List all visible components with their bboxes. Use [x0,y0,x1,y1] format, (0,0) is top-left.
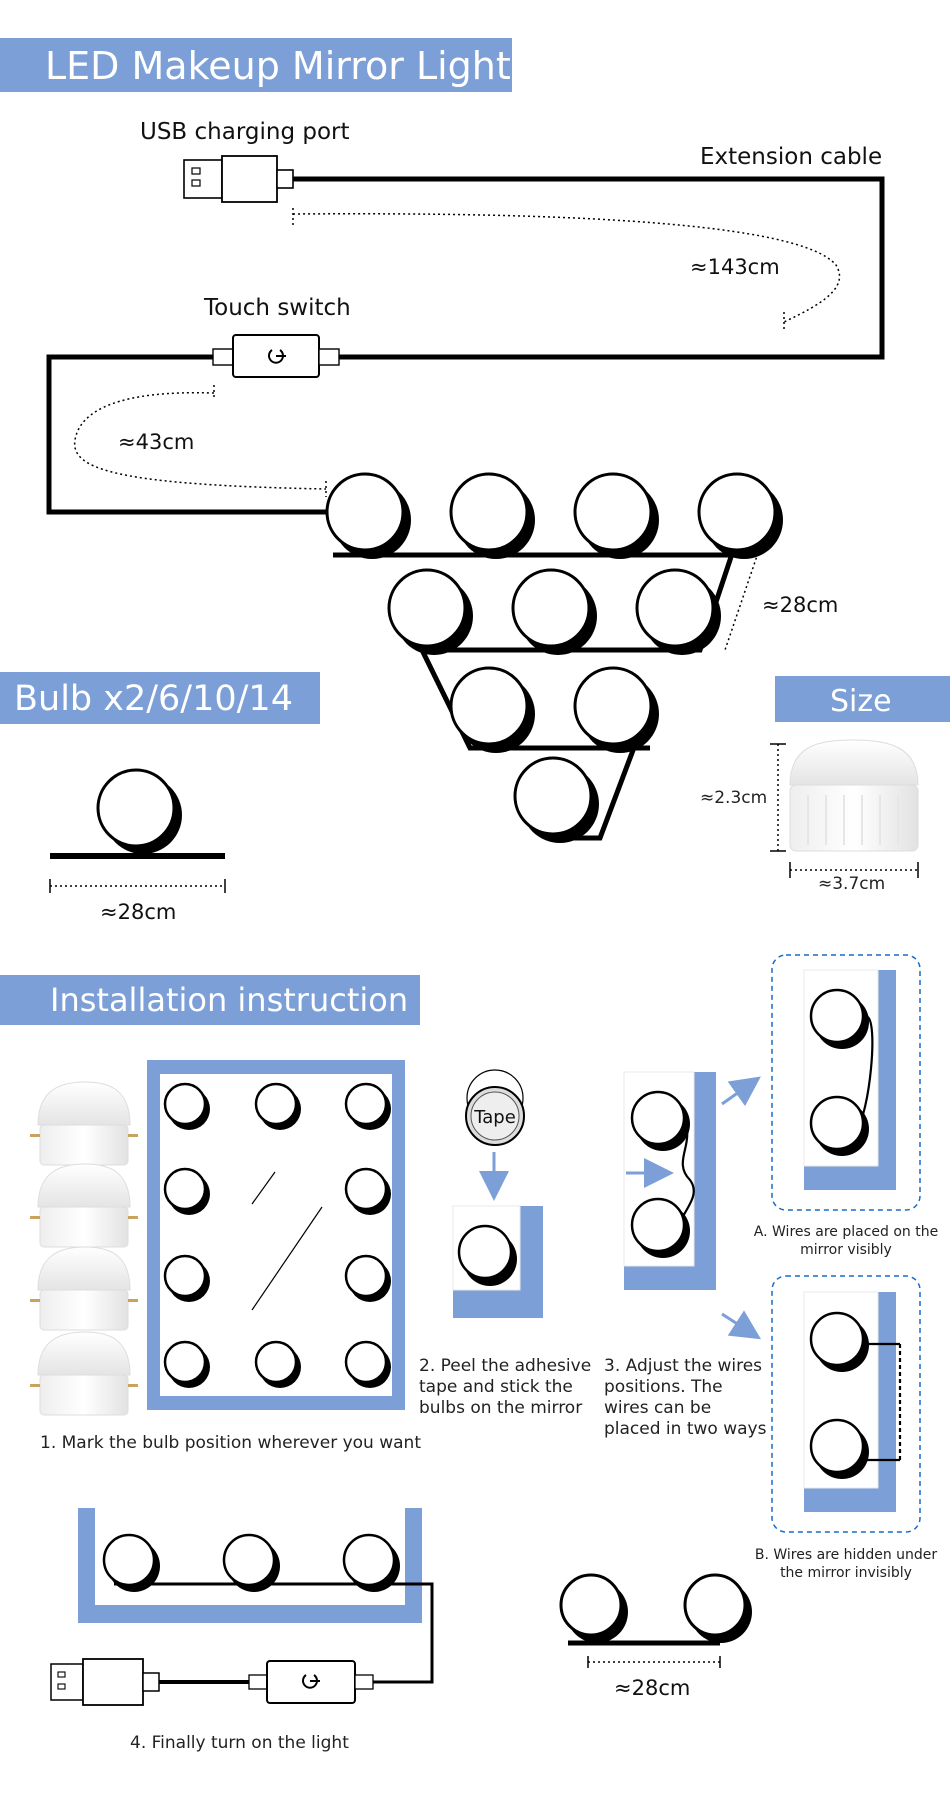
page-title: LED Makeup Mirror Light [45,44,511,88]
bulb-icon [573,666,659,753]
bulb-icon [96,768,182,854]
bulb-icon [163,1340,210,1388]
bulb-product-icon [30,1246,138,1331]
length-143-label: ≈143cm [690,255,780,279]
usb-plug-icon [183,155,294,203]
bulb-icon [254,1082,301,1130]
bulb-icon [387,568,473,655]
length-28-bottom-label: ≈28cm [614,1676,690,1700]
bulb-icon [697,472,783,559]
bulb-icon [449,666,535,753]
power-icon [268,349,286,364]
length-28-top-label: ≈28cm [762,593,838,617]
bulb-icon [630,1090,690,1151]
touch-switch [248,1660,374,1704]
bulb-icon [635,568,721,655]
bulb-icon [342,1533,400,1592]
step2-caption-line2: tape and stick the [419,1377,573,1397]
arrow-icon [721,1076,761,1107]
bulb-icon [683,1573,752,1643]
bulb-icon [222,1533,280,1592]
mirror-step1 [147,1060,405,1410]
option-a-caption-line1: A. Wires are placed on the [754,1224,938,1240]
bulb-icon [809,1418,869,1479]
bulb-icon [344,1254,391,1302]
option-b-caption-line2: the mirror invisibly [780,1565,912,1581]
option-b-caption-line1: B. Wires are hidden under [755,1547,938,1563]
option-a-panel [771,954,921,1211]
install-title: Installation instruction [50,981,408,1019]
dimension-43 [73,391,327,490]
touch-switch-label: Touch switch [203,295,351,321]
arrow-icon [721,1310,762,1340]
bulb-icon [344,1340,391,1388]
bulb-product-icon [30,1331,138,1416]
switch-cable [46,354,333,515]
bulb-icon [630,1197,690,1258]
bulb-icon [163,1254,210,1302]
svg-text:Tape: Tape [473,1107,516,1128]
option-a-caption-line2: mirror visibly [800,1242,892,1258]
bulb-icon [809,988,869,1049]
bulb-icon [809,1311,869,1372]
touch-switch [212,334,340,378]
bulb-icon [457,1224,517,1286]
power-icon [302,1674,320,1689]
step3-caption-line4: placed in two ways [604,1419,767,1439]
bulb-product-icon [30,1081,138,1166]
extension-cable [293,176,885,360]
bulb-icon [511,568,597,655]
size-banner [775,676,950,722]
bulb-icon [163,1167,210,1215]
usb-plug-icon [50,1658,160,1706]
bulb-icon [254,1340,301,1388]
size-height-label: ≈2.3cm [700,788,767,808]
size-title: Size [830,684,892,719]
title-banner [0,38,512,92]
bulb-icon [344,1082,391,1130]
step2-caption-line3: bulbs on the mirror [419,1398,582,1418]
mirror-step4 [78,1508,434,1684]
tape-icon: Tape [465,1069,525,1146]
dimension-143 [292,213,841,323]
dimension-28-top [724,552,759,651]
step3-caption-line2: positions. The [604,1377,723,1397]
bulb-icon [325,472,411,559]
bulb-icon [513,756,599,843]
loose-bulbs [30,1081,138,1416]
bulb-icon [809,1095,869,1156]
bulb-count-banner [0,672,320,724]
bulb-icon [449,472,535,559]
mirror-step3 [623,1071,716,1290]
extension-cable-label: Extension cable [700,144,882,170]
bulb-pyramid [325,472,783,843]
mirror-step2 [452,1205,543,1318]
usb-port-label: USB charging port [140,119,350,145]
bulb-product-icon [30,1163,138,1248]
step3-caption-line1: 3. Adjust the wires [604,1356,762,1376]
bulb-icon [102,1533,160,1592]
length-28-single-label: ≈28cm [100,900,176,924]
bulb-icon [573,472,659,559]
option-b-panel [771,1275,921,1533]
step4-caption: 4. Finally turn on the light [130,1733,349,1753]
bulb-icon [559,1573,628,1643]
step2-caption-line1: 2. Peel the adhesive [419,1356,591,1376]
bulb-icon [344,1167,391,1215]
step1-caption: 1. Mark the bulb position wherever you w… [40,1433,421,1453]
step3-caption-line3: wires can be [604,1398,711,1418]
length-43-label: ≈43cm [118,430,194,454]
bulb-count-title: Bulb x2/6/10/14 [14,679,293,719]
install-banner [0,975,420,1025]
size-width-label: ≈3.7cm [818,874,885,894]
bulb-product-icon [789,739,919,852]
bulb-icon [163,1082,210,1130]
